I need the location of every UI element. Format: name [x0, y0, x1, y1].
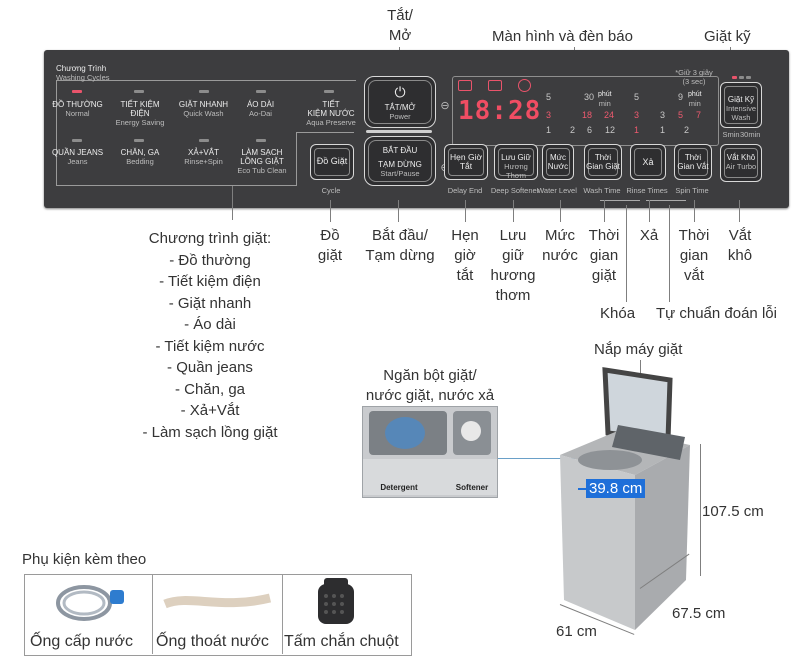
- lock-label: Khóa: [600, 305, 636, 322]
- cycle-led: [256, 139, 266, 142]
- accessory-inlet-hose: Ống cấp nước: [30, 633, 134, 650]
- self-diagnosis-label: Tự chuẩn đoán lỗi: [656, 305, 777, 322]
- detergent-drawer-image: Detergent Softener: [362, 406, 498, 498]
- programs-list: Chương trình giặt: - Đồ thường - Tiết ki…: [142, 230, 278, 441]
- height-dimension: 107.5 cm: [702, 503, 764, 520]
- cycle-led: [134, 139, 144, 142]
- spin-icon: [518, 79, 531, 92]
- start-label: Bắt đầu/Tạm dừng: [365, 227, 435, 264]
- inlet-hose-image: [56, 585, 124, 621]
- lid-label: Nắp máy giặt: [594, 341, 683, 358]
- opening-width-badge: 39.8 cm: [586, 479, 646, 498]
- cycle-led: [199, 139, 209, 142]
- depth-dimension: 67.5 cm: [672, 605, 726, 622]
- power-label: Tắt/Mở: [387, 7, 413, 44]
- cycle-led: [199, 90, 209, 93]
- cycle-button[interactable]: Đồ Giặt: [310, 144, 354, 180]
- accessories-title: Phụ kiện kèm theo: [22, 551, 147, 568]
- drawer-label: Ngăn bột giặt/nước giặt, nước xả: [365, 367, 495, 404]
- rinse-button[interactable]: Xả: [630, 144, 666, 180]
- rinse-icon: [488, 80, 502, 91]
- cycle-led: [134, 90, 144, 93]
- cycle-led: [72, 90, 82, 93]
- cycle-led: [324, 90, 334, 93]
- accessory-rodent-guard: Tấm chắn chuột: [284, 633, 399, 650]
- intensive-label: Giặt kỹ: [704, 28, 751, 45]
- cycle-led: [256, 90, 266, 93]
- cycle-led: [72, 139, 82, 142]
- wash-icon: [458, 80, 472, 91]
- power-icon: ⏻: [394, 84, 406, 100]
- display-label: Màn hình và đèn báo: [492, 28, 633, 45]
- rinse-label: Xả: [639, 227, 659, 244]
- washing-machine-image: [560, 367, 690, 630]
- digital-display: 18:28: [458, 96, 542, 126]
- cycle-caption: Cycle: [321, 186, 341, 195]
- drain-hose-image: [163, 593, 272, 609]
- hold-note: *Giữ 3 giây(3 sec): [675, 68, 713, 86]
- width-dimension: 61 cm: [556, 623, 597, 640]
- lock-icon: ⊖: [440, 100, 450, 112]
- accessory-drain-hose: Ống thoát nước: [156, 633, 269, 650]
- rodent-guard-image: [318, 578, 354, 624]
